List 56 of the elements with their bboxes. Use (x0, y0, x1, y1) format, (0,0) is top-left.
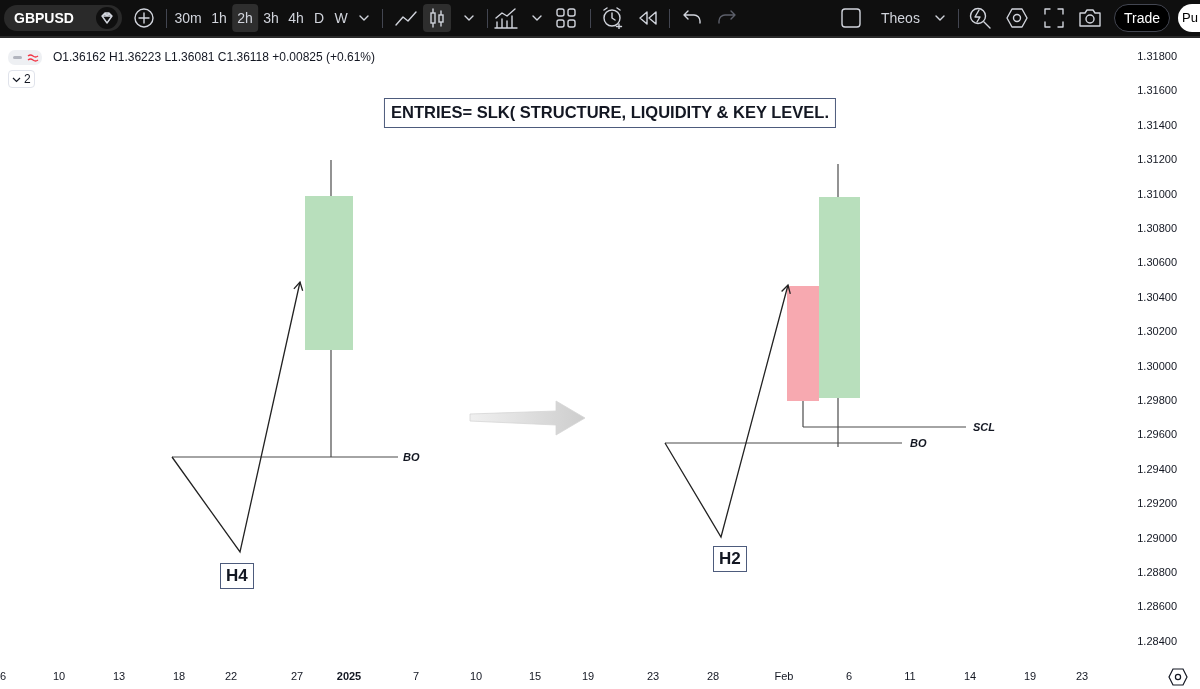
price-tick-label: 1.30400 (1137, 289, 1177, 304)
date-tick-label: 23 (1075, 669, 1089, 683)
price-tick-label: 1.31400 (1137, 117, 1177, 132)
symbol-search-field: GBPUSD (4, 5, 122, 31)
price-tick-label: 1.28400 (1137, 633, 1177, 648)
price-tick-label: 1.30800 (1137, 221, 1177, 235)
price-tick-label: 1.29800 (1137, 393, 1177, 407)
date-tick-label: 11 (904, 669, 916, 683)
interval-label: D (313, 10, 325, 26)
interval-label: 3h (263, 10, 279, 26)
date-tick-label: 18 (172, 669, 186, 683)
price-tick-label: 1.30600 (1137, 255, 1177, 270)
date-tick-label: 13 (112, 669, 126, 683)
date-tick-label: 10 (469, 669, 483, 683)
selected-interval-button: 2h (232, 4, 258, 32)
interval-label: 30m (174, 10, 202, 26)
date-tick-label: 7 (412, 669, 420, 683)
date-tick-label: 15 (528, 669, 542, 683)
interval-label: 4h (288, 10, 304, 26)
date-tick-label: 23 (646, 669, 660, 683)
price-tick-label: 1.31000 (1137, 186, 1177, 201)
price-tick-label: 1.31800 (1137, 49, 1177, 63)
price-tick-label: 1.30200 (1137, 324, 1177, 339)
layout-name-label: Theos (881, 10, 920, 26)
timeframe-tag: H2 (713, 546, 747, 572)
title-banner: ENTRIES= SLK( STRUCTURE, LIQUIDITY & KEY LEVEL. (383, 98, 837, 128)
line-label: BO (403, 450, 420, 464)
date-tick-label: 10 (52, 669, 66, 683)
date-tick-label: 6 (845, 669, 853, 683)
interval-label: W (334, 10, 348, 26)
price-tick-label: 1.28600 (1137, 599, 1177, 614)
date-tick-label: 2025 (336, 669, 362, 683)
trade-button: Trade (1114, 4, 1170, 32)
date-tick-label: 19 (1023, 669, 1037, 683)
timeframe-tag: H4 (220, 563, 254, 589)
interval-label: 1h (211, 10, 227, 26)
price-tick-label: 1.31600 (1137, 83, 1177, 98)
price-tick-label: 1.29400 (1137, 461, 1177, 476)
collapse-button: 2 (8, 70, 35, 88)
date-tick-label: 6 (0, 669, 7, 683)
date-tick-label: 28 (706, 669, 720, 683)
date-tick-label: 19 (581, 669, 595, 683)
price-tick-label: 1.31200 (1137, 152, 1177, 167)
line-label: SCL (973, 420, 995, 434)
price-tick-label: 1.28800 (1137, 565, 1177, 579)
price-tick-label: 1.29000 (1137, 530, 1177, 545)
date-tick-label: 27 (290, 669, 304, 683)
date-tick-label: 14 (963, 669, 977, 683)
date-tick-label: Feb (774, 669, 794, 683)
price-tick-label: 1.29600 (1137, 427, 1177, 442)
toolbar-button: Pu (1178, 4, 1200, 32)
line-label: BO (910, 436, 927, 450)
price-tick-label: 1.29200 (1137, 496, 1177, 511)
date-tick-label: 22 (224, 669, 238, 683)
ohlc-values: O1.36162 H1.36223 L1.36081 C1.36118 +0.00825 (+0.61%) (53, 50, 376, 65)
price-tick-label: 1.30000 (1137, 358, 1177, 373)
